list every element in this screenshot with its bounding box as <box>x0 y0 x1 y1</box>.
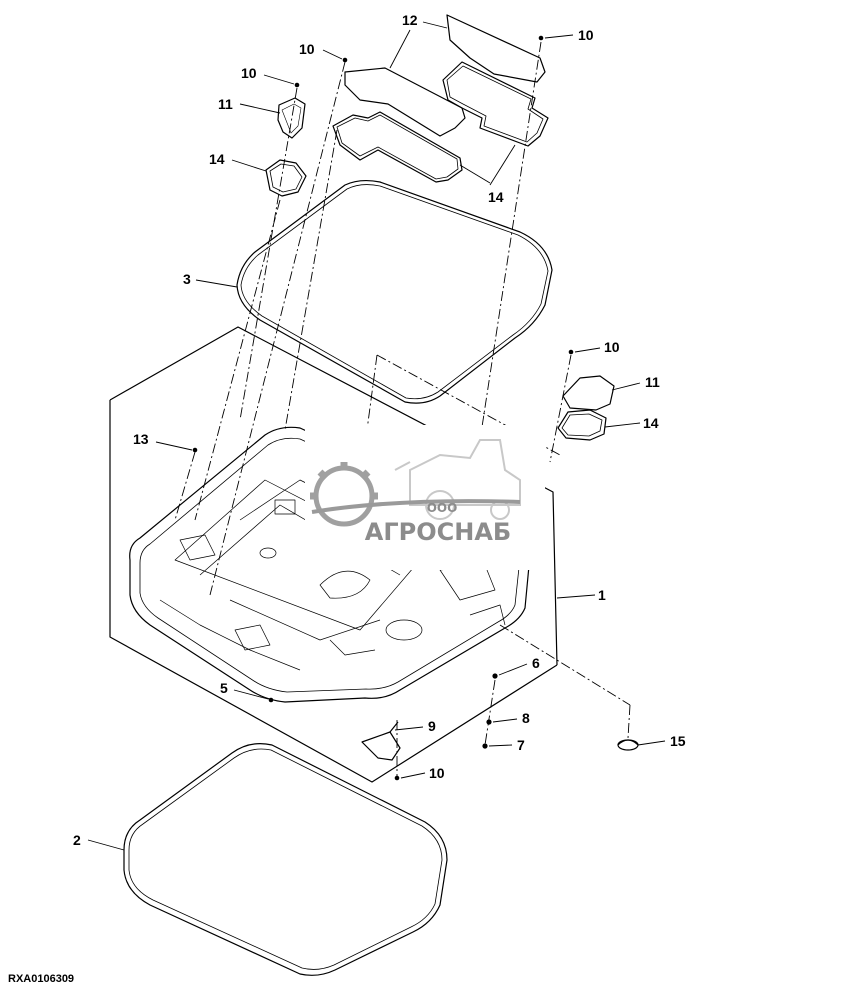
assembly-box-outline <box>109 326 558 783</box>
headliner-panel-12 <box>344 14 546 137</box>
gasket-14-upper <box>265 159 307 197</box>
seal-2-ring <box>123 743 448 976</box>
callout-10-top-right: 10 <box>578 27 594 43</box>
seal-14-left <box>332 111 463 183</box>
callout-5: 5 <box>220 680 228 696</box>
watermark-logo: ООО АГРОСНАБ <box>305 425 545 570</box>
callout-6: 6 <box>532 655 540 671</box>
callout-7: 7 <box>517 737 525 753</box>
watermark-company-name: АГРОСНАБ <box>365 518 511 546</box>
callout-11-left: 11 <box>218 96 233 112</box>
callout-9: 9 <box>428 718 436 734</box>
gasket-14-right <box>557 409 607 441</box>
callout-15: 15 <box>670 733 686 749</box>
watermark-company-prefix: ООО <box>427 501 458 515</box>
bracket-9 <box>361 721 401 761</box>
callout-14-right: 14 <box>643 415 659 431</box>
callout-11-right: 11 <box>645 374 660 390</box>
callout-10-right: 10 <box>604 339 620 355</box>
seal-3-ring <box>236 179 553 404</box>
cover-11-right <box>562 375 615 411</box>
callout-8: 8 <box>522 710 530 726</box>
fasteners <box>192 35 574 781</box>
callout-12: 12 <box>402 12 418 28</box>
gear-icon <box>310 462 378 527</box>
callout-2: 2 <box>73 832 81 848</box>
callout-10-upper-left: 10 <box>241 65 257 81</box>
callout-labels: 1 2 3 5 6 7 8 9 10 10 10 10 10 11 11 12 … <box>73 12 686 848</box>
callout-13: 13 <box>133 431 149 447</box>
callout-10-top-left: 10 <box>299 41 315 57</box>
watermark-backdrop <box>305 425 545 570</box>
seal-14-right <box>442 61 549 147</box>
cover-11-upper <box>277 97 306 139</box>
watermark-swoosh <box>311 499 521 514</box>
callout-14-left: 14 <box>209 151 225 167</box>
lamp-15 <box>617 739 639 751</box>
callout-1: 1 <box>598 587 606 603</box>
callout-3: 3 <box>183 271 191 287</box>
alignment-lines <box>174 41 631 778</box>
leader-lines <box>87 21 666 851</box>
callout-10-bottom: 10 <box>429 765 445 781</box>
callout-14-center: 14 <box>488 189 504 205</box>
drawing-id: RXA0106309 <box>8 973 74 985</box>
